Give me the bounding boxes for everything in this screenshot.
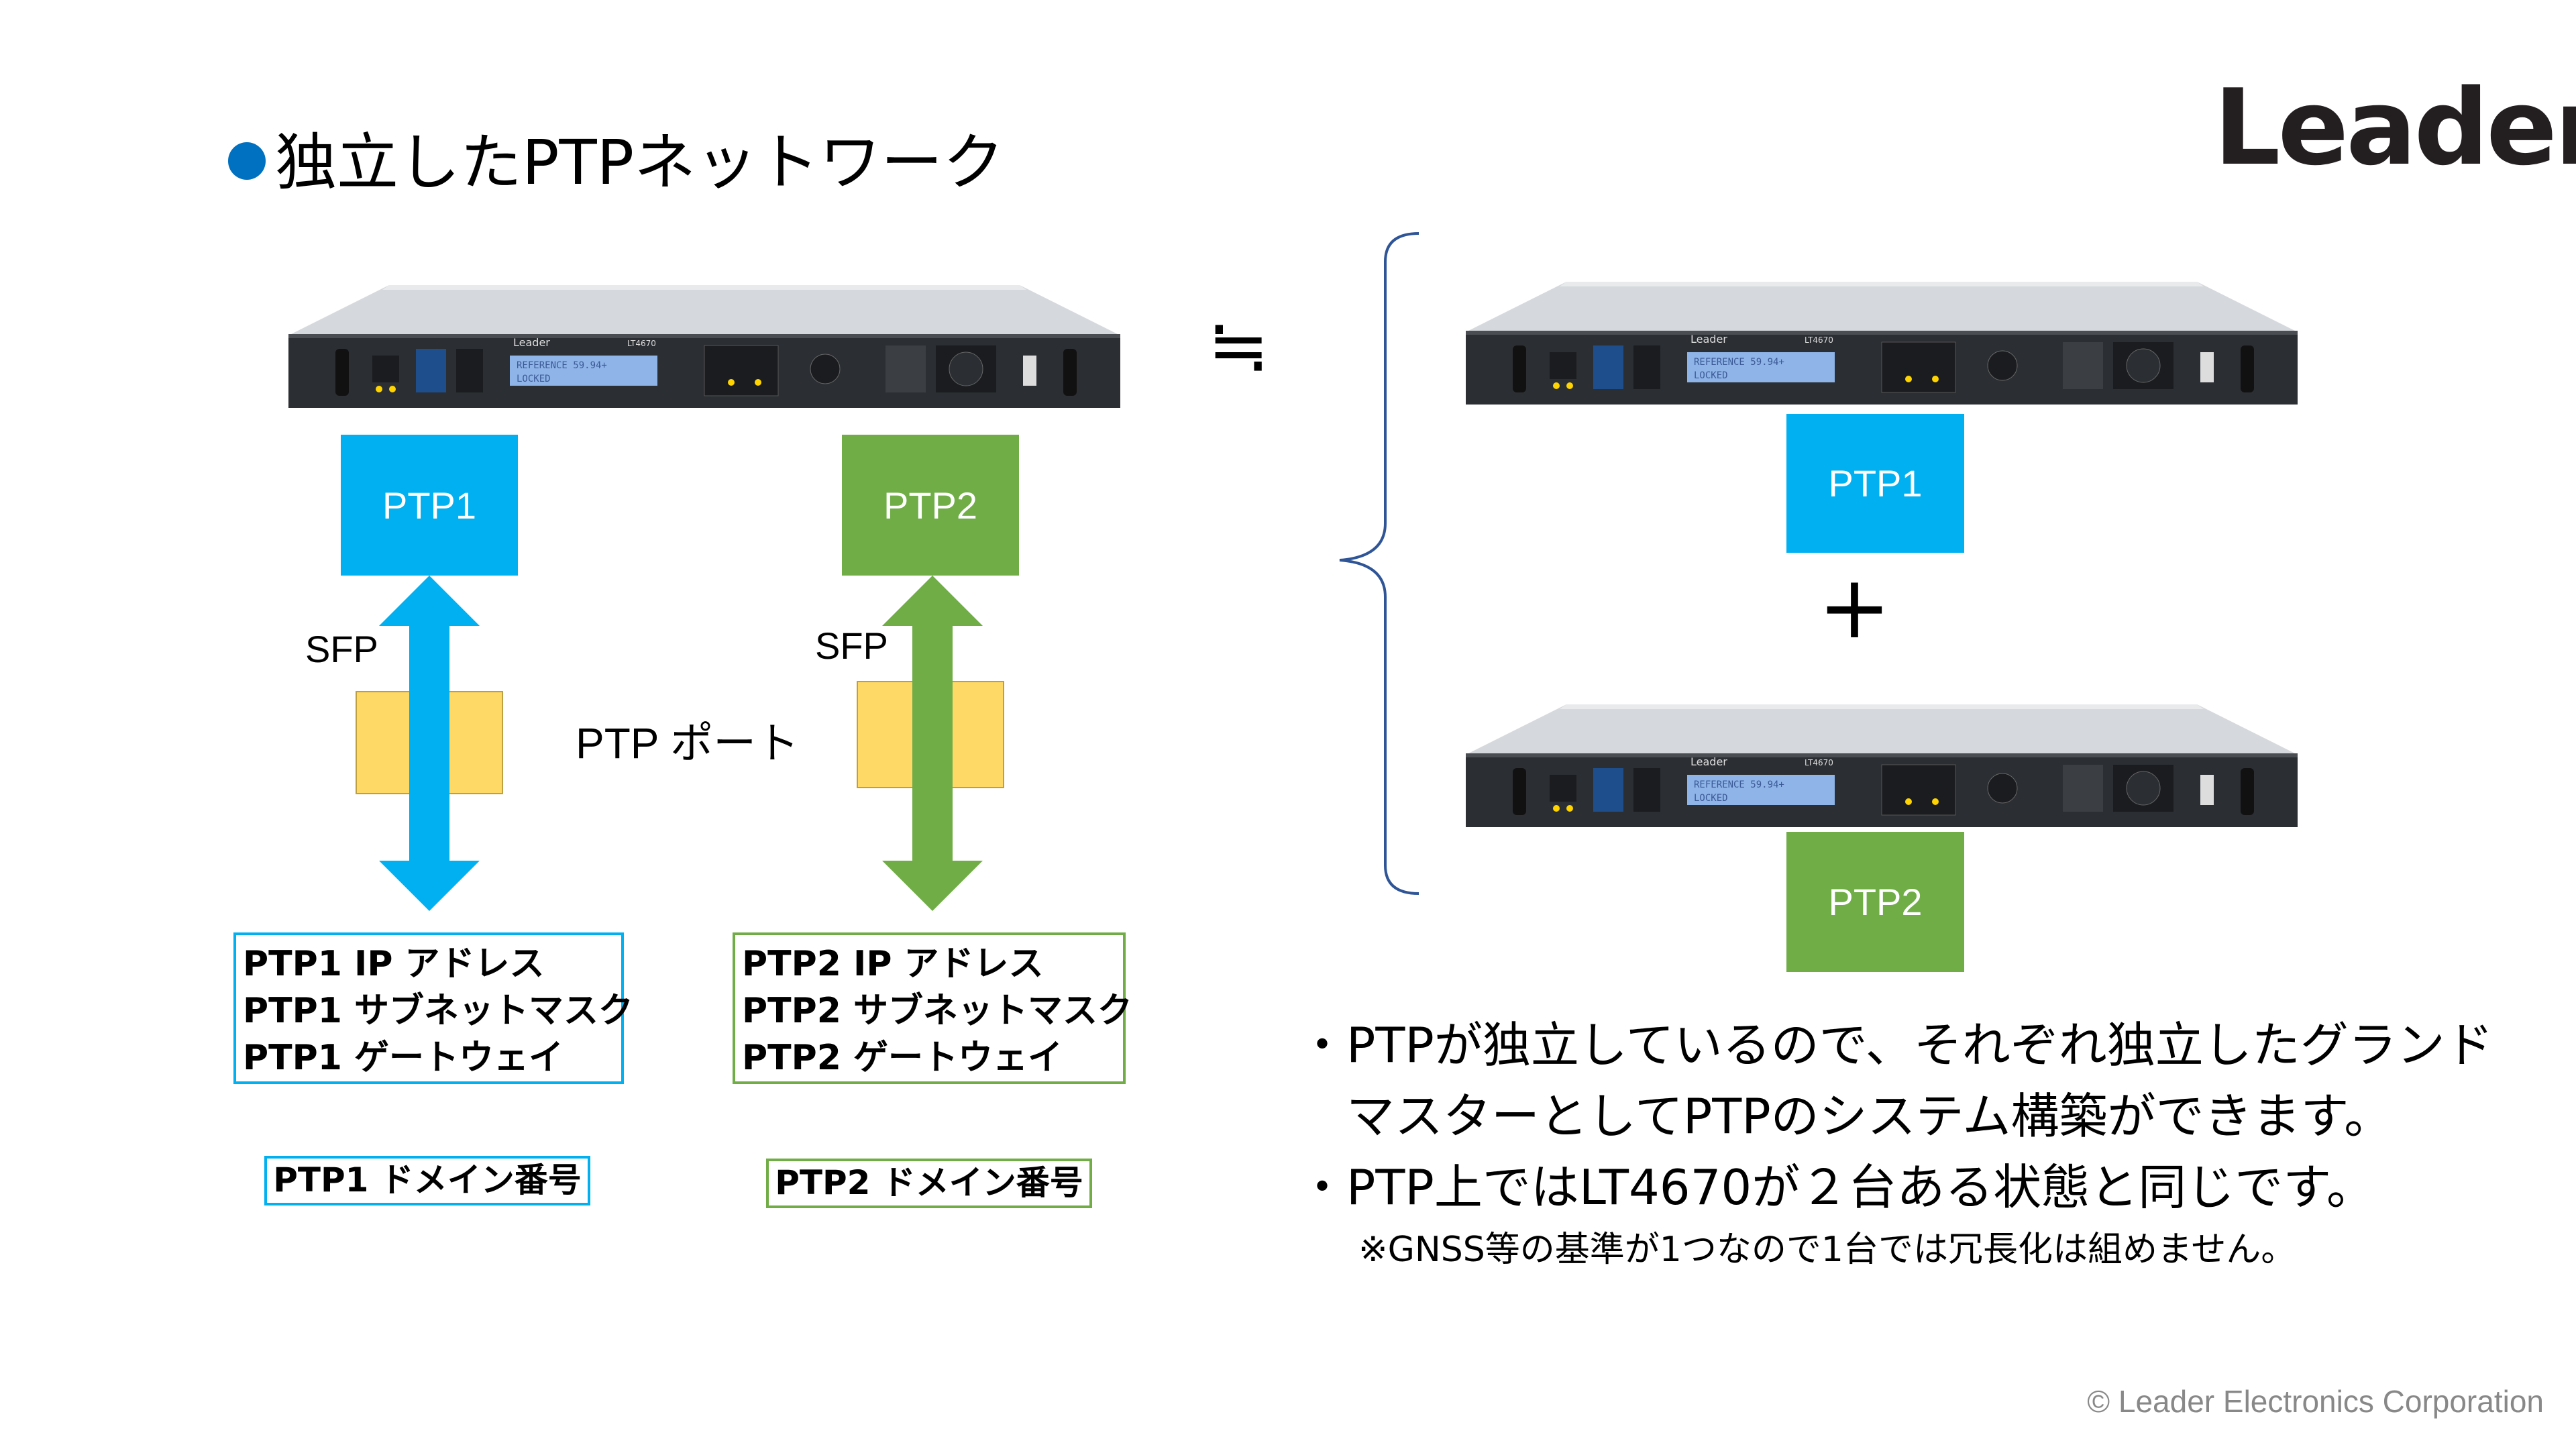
copyright: © Leader Electronics Corporation (2087, 1384, 2544, 1419)
ptp2-info-box: PTP2 IP アドレス PTP2 サブネットマスク PTP2 ゲートウェイ (733, 932, 1132, 1084)
device-brand: Leader (513, 336, 550, 349)
sfp1-label: SFP (305, 628, 378, 670)
ptp-port-label: PTP ポート (576, 719, 800, 767)
note-line-1: ・PTPが独立しているので、それぞれ独立したグランド (1298, 1017, 2493, 1073)
note-line-2: マスターとしてPTPのシステム構築ができます。 (1298, 1088, 2393, 1144)
notes-block: ・PTPが独立しているので、それぞれ独立したグランド マスターとしてPTPのシス… (1298, 1010, 2493, 1223)
device-lt4670-right-top: REFERENCE 59.94+ LOCKED Leader LT4670 (1466, 278, 2298, 406)
device-lt4670-left: REFERENCE 59.94+ LOCKED Leader LT4670 (288, 282, 1120, 409)
plus-symbol: + (1818, 556, 1891, 658)
device-model: LT4670 (1805, 335, 1833, 345)
device-lt4670-right-bottom: REFERENCE 59.94+ LOCKED Leader LT4670 (1466, 701, 2298, 828)
right-ptp1-box: PTP1 (1786, 414, 1964, 553)
device-brand: Leader (1690, 333, 1727, 345)
ptp1-double-arrow (379, 576, 480, 911)
sfp2-label: SFP (815, 625, 888, 667)
device-display-line2: LOCKED (517, 374, 551, 384)
leader-logo: Leader (2214, 66, 2576, 189)
ptp2-ip-address: PTP2 IP アドレス (742, 944, 1044, 984)
ptp1-domain-box: PTP1 ドメイン番号 (264, 1156, 590, 1205)
ptp1-info-box: PTP1 IP アドレス PTP1 サブネットマスク PTP1 ゲートウェイ (233, 932, 633, 1084)
ptp2-subnet-mask: PTP2 サブネットマスク (742, 991, 1132, 1031)
ptp1-gateway: PTP1 ゲートウェイ (243, 1038, 564, 1078)
device-display-line2: LOCKED (1694, 793, 1728, 804)
bullet-icon (228, 142, 266, 180)
footnote: ※GNSS等の基準が1つなので1台では冗長化は組めません。 (1358, 1230, 2296, 1270)
curly-brace (1339, 232, 1419, 895)
ptp2-gateway: PTP2 ゲートウェイ (742, 1038, 1063, 1078)
page-title-text: 独立したPTPネットワーク (275, 127, 1005, 199)
device-display-line1: REFERENCE 59.94+ (517, 360, 607, 371)
ptp1-box: PTP1 (341, 435, 518, 576)
device-model: LT4670 (627, 339, 656, 348)
right-ptp2-box: PTP2 (1786, 832, 1964, 972)
approx-equal-symbol: ≒ (1208, 303, 1270, 388)
device-display-line1: REFERENCE 59.94+ (1694, 780, 1784, 790)
device-display-line2: LOCKED (1694, 370, 1728, 381)
device-model: LT4670 (1805, 758, 1833, 767)
ptp2-box: PTP2 (842, 435, 1019, 576)
device-brand: Leader (1690, 755, 1727, 768)
ptp1-subnet-mask: PTP1 サブネットマスク (243, 991, 633, 1031)
note-line-3: ・PTP上ではLT4670が２台ある状態と同じです。 (1298, 1159, 2375, 1216)
ptp2-domain-box: PTP2 ドメイン番号 (766, 1159, 1092, 1208)
device-display-line1: REFERENCE 59.94+ (1694, 357, 1784, 368)
page-title: 独立したPTPネットワーク (228, 126, 1004, 200)
ptp1-ip-address: PTP1 IP アドレス (243, 944, 545, 984)
ptp2-double-arrow (882, 576, 983, 911)
